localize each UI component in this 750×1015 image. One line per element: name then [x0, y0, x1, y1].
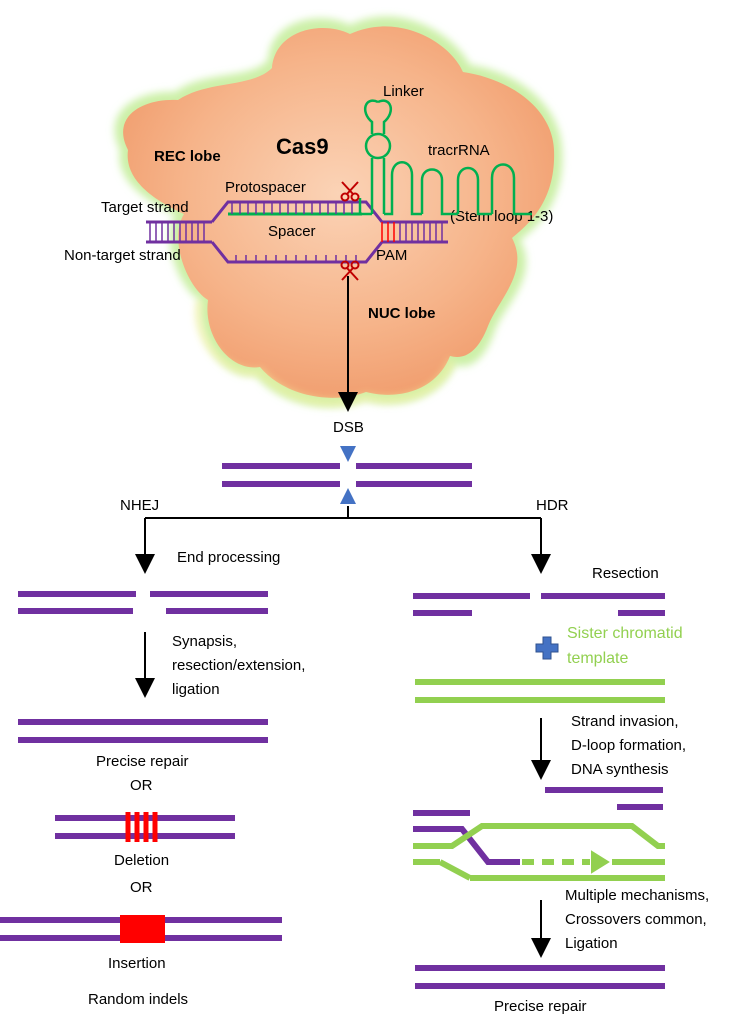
synapsis-label-3: ligation	[172, 681, 220, 698]
multi-label-3: Ligation	[565, 935, 618, 952]
synapsis-label-2: resection/extension,	[172, 657, 305, 674]
hdr-label: HDR	[536, 497, 569, 514]
synapsis-label-1: Synapsis,	[172, 633, 237, 650]
non-target-ticks	[235, 255, 357, 262]
nuc-lobe-label: NUC lobe	[368, 305, 436, 322]
sister-chromatid-template	[415, 679, 665, 703]
pam-rungs	[381, 222, 395, 242]
insertion-dna	[0, 915, 282, 943]
sister-chromatid-label-2: template	[567, 650, 628, 667]
or-label-2: OR	[130, 879, 153, 896]
stem-loop-label: (Stem loop 1-3)	[450, 208, 553, 225]
branch-connector	[135, 506, 551, 574]
or-label-1: OR	[130, 777, 153, 794]
multi-label-2: Crossovers common,	[565, 911, 707, 928]
nhej-processed-ends	[18, 591, 268, 614]
spacer-rungs	[231, 202, 353, 214]
dsb-dna	[222, 463, 472, 487]
left-duplex-rungs	[149, 222, 205, 242]
invasion-label-3: DNA synthesis	[571, 761, 669, 778]
target-strand-label: Target strand	[101, 199, 189, 216]
multi-label-1: Multiple mechanisms,	[565, 887, 709, 904]
sister-chromatid-label-1: Sister chromatid	[567, 625, 683, 642]
deletion-dna	[55, 812, 235, 842]
protospacer-label: Protospacer	[225, 179, 306, 196]
tracrrna-structure	[358, 99, 532, 216]
random-indels-label: Random indels	[88, 991, 188, 1008]
cas9-protein	[114, 16, 563, 407]
pam-label: PAM	[376, 247, 407, 264]
dsb-label: DSB	[333, 419, 364, 436]
deletion-label: Deletion	[114, 852, 169, 869]
tracrrna-label: tracrRNA	[428, 142, 490, 159]
cas9-body	[123, 26, 555, 398]
linker-label: Linker	[383, 83, 424, 100]
invasion-label-2: D-loop formation,	[571, 737, 686, 754]
cas9-title: Cas9	[276, 134, 329, 159]
triangle-icon	[340, 488, 356, 504]
triangle-icon	[340, 446, 356, 462]
rec-lobe-label: REC lobe	[154, 148, 221, 165]
nhej-precise-dna	[18, 719, 268, 743]
non-target-strand-label: Non-target strand	[64, 247, 181, 264]
end-processing-label: End processing	[177, 549, 280, 566]
hdr-precise-dna	[415, 965, 665, 989]
d-loop-structure	[413, 787, 665, 881]
nhej-label: NHEJ	[120, 497, 159, 514]
resection-label: Resection	[592, 565, 659, 582]
plus-icon	[535, 636, 559, 660]
hdr-precise-repair-label: Precise repair	[494, 998, 587, 1015]
nhej-precise-repair-label: Precise repair	[96, 753, 189, 770]
insertion-label: Insertion	[108, 955, 166, 972]
spacer-label: Spacer	[268, 223, 316, 240]
cas9-lower-glow	[195, 299, 455, 406]
cas9-dna-complex	[146, 200, 448, 264]
invasion-label-1: Strand invasion,	[571, 713, 679, 730]
hdr-resected-ends	[413, 593, 665, 616]
